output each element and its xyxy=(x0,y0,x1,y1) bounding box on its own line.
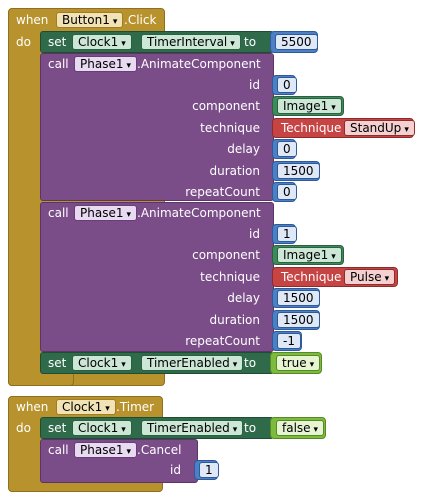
call-label: call xyxy=(48,206,69,220)
property-name: TimerEnabled xyxy=(147,421,230,435)
component-dropdown-phase1[interactable]: Phase1▾ xyxy=(74,205,137,221)
param-label-delay: delay xyxy=(227,142,260,156)
chevron-down-icon: ▾ xyxy=(313,425,319,435)
component-name: Button1 xyxy=(62,13,110,27)
technique-dropdown-standup[interactable]: StandUp▾ xyxy=(344,120,415,136)
param-label-repeatcount: repeatCount xyxy=(185,185,260,199)
param-label-id: id xyxy=(249,78,260,92)
boolean-dropdown-true[interactable]: true▾ xyxy=(276,355,321,371)
param-label-technique: technique xyxy=(200,121,260,135)
property-name: TimerInterval xyxy=(147,35,228,49)
number-value-repeatcount[interactable]: -1 xyxy=(277,333,301,349)
param-label-component: component xyxy=(192,99,260,113)
chevron-down-icon: ▾ xyxy=(126,210,131,220)
param-label-component: component xyxy=(192,248,260,262)
component-name: Phase1 xyxy=(80,57,124,71)
call-block-animatecomponent-2[interactable] xyxy=(40,202,274,352)
when-label: when xyxy=(16,13,49,27)
set-label: set xyxy=(48,35,67,49)
param-label-duration: duration xyxy=(209,164,261,178)
chevron-down-icon: ▾ xyxy=(121,425,126,435)
chevron-down-icon: ▾ xyxy=(230,39,235,49)
chevron-down-icon: ▾ xyxy=(126,447,131,457)
number-value-duration[interactable]: 1500 xyxy=(277,163,320,179)
chevron-down-icon: ▾ xyxy=(126,61,131,71)
method-name: .AnimateComponent xyxy=(137,57,261,71)
number-value-id[interactable]: 1 xyxy=(277,226,297,242)
set-label: set xyxy=(48,356,67,370)
chevron-down-icon: ▾ xyxy=(331,103,336,113)
component-dropdown-clock1[interactable]: Clock1▾ xyxy=(72,355,132,371)
chevron-down-icon: ▾ xyxy=(121,39,126,49)
component-dropdown-phase1[interactable]: Phase1▾ xyxy=(74,56,137,72)
to-label: to xyxy=(244,35,257,49)
technique-dropdown-pulse[interactable]: Pulse▾ xyxy=(344,269,396,285)
component-name: Image1 xyxy=(283,248,329,262)
call-label: call xyxy=(48,443,69,457)
property-dropdown-timerenabled[interactable]: TimerEnabled▾ xyxy=(141,355,244,371)
component-dropdown-button1[interactable]: Button1▾ xyxy=(56,12,124,28)
do-label: do xyxy=(16,35,31,49)
property-name: TimerEnabled xyxy=(147,356,230,370)
chevron-down-icon: ▾ xyxy=(232,425,238,435)
component-name: Clock1 xyxy=(78,421,119,435)
boolean-dropdown-false[interactable]: false▾ xyxy=(276,420,325,436)
chevron-down-icon: ▾ xyxy=(112,17,118,27)
number-value-delay[interactable]: 1500 xyxy=(277,290,320,306)
chevron-down-icon: ▾ xyxy=(331,252,336,262)
number-value-id[interactable]: 0 xyxy=(277,77,297,93)
number-value-repeatcount[interactable]: 0 xyxy=(277,184,297,200)
param-label-id: id xyxy=(249,227,260,241)
param-label-delay: delay xyxy=(227,291,260,305)
component-name: Clock1 xyxy=(78,35,119,49)
component-dropdown-clock1[interactable]: Clock1▾ xyxy=(72,420,132,436)
chevron-down-icon: ▾ xyxy=(404,125,409,135)
chevron-down-icon: ▾ xyxy=(105,404,110,414)
number-value[interactable]: 5500 xyxy=(275,34,318,50)
param-label-technique: technique xyxy=(200,270,260,284)
to-label: to xyxy=(244,356,257,370)
property-dropdown-timerinterval[interactable]: TimerInterval▾ xyxy=(141,34,241,50)
event-name: .Timer xyxy=(116,400,155,414)
number-value-duration[interactable]: 1500 xyxy=(277,312,320,328)
technique-prefix: Technique xyxy=(281,121,342,135)
param-label-duration: duration xyxy=(209,313,261,327)
technique-name: StandUp xyxy=(350,121,402,135)
component-dropdown-image1[interactable]: Image1▾ xyxy=(277,247,342,263)
component-name: Phase1 xyxy=(80,443,124,457)
chevron-down-icon: ▾ xyxy=(232,360,238,370)
param-label-repeatcount: repeatCount xyxy=(185,334,260,348)
component-dropdown-clock1[interactable]: Clock1▾ xyxy=(72,34,132,50)
boolean-value: true xyxy=(282,356,307,370)
number-value-id[interactable]: 1 xyxy=(199,462,219,478)
to-label: to xyxy=(244,421,257,435)
component-dropdown-clock1[interactable]: Clock1▾ xyxy=(56,399,116,415)
method-name: .Cancel xyxy=(137,443,182,457)
technique-prefix: Technique xyxy=(281,270,342,284)
chevron-down-icon: ▾ xyxy=(384,274,390,284)
do-label: do xyxy=(16,421,31,435)
component-name: Clock1 xyxy=(78,356,119,370)
component-name: Phase1 xyxy=(80,206,124,220)
component-dropdown-phase1[interactable]: Phase1▾ xyxy=(74,442,137,458)
technique-name: Pulse xyxy=(350,270,382,284)
chevron-down-icon: ▾ xyxy=(309,360,315,370)
chevron-down-icon: ▾ xyxy=(121,360,126,370)
number-value-delay[interactable]: 0 xyxy=(277,141,297,157)
boolean-value: false xyxy=(282,421,311,435)
component-dropdown-image1[interactable]: Image1▾ xyxy=(277,98,342,114)
component-name: Image1 xyxy=(283,99,329,113)
component-name: Clock1 xyxy=(62,400,103,414)
event-block-bottom-arm xyxy=(8,372,74,386)
when-label: when xyxy=(16,400,49,414)
event-name: .Click xyxy=(124,13,157,27)
method-name: .AnimateComponent xyxy=(137,206,261,220)
set-label: set xyxy=(48,421,67,435)
property-dropdown-timerenabled[interactable]: TimerEnabled▾ xyxy=(141,420,244,436)
param-label-id: id xyxy=(170,463,181,477)
call-label: call xyxy=(48,57,69,71)
